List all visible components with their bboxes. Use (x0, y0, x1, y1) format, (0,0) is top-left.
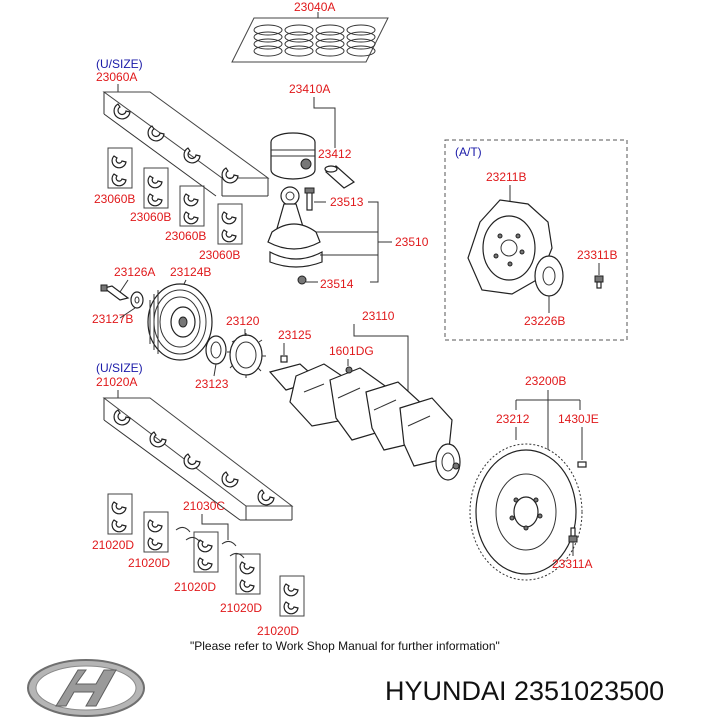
piston-pin-icon (324, 165, 356, 189)
label-mb-d2: 21020D (128, 556, 170, 570)
label-sprocket: 23120 (226, 314, 260, 328)
label-bearing-b2: 23060B (130, 210, 171, 224)
label-washer: 23127B (92, 312, 133, 326)
thrust-washer-icon (175, 514, 245, 559)
manual-reference-note: "Please refer to Work Shop Manual for fu… (190, 639, 500, 653)
label-fw-bolt: 23311A (552, 557, 592, 571)
label-usize-top: (U/SIZE) (96, 57, 143, 71)
label-dowel-pin: 1430JE (558, 412, 599, 426)
at-group-box (444, 139, 628, 341)
label-piston-pin: 23412 (318, 147, 352, 161)
drive-plate-icon (467, 199, 553, 295)
main-bearing-set-icon (102, 390, 294, 521)
hyundai-logo-icon (27, 659, 145, 717)
label-rod-nut: 23514 (320, 277, 354, 291)
label-plug: 1601DG (329, 344, 374, 358)
connecting-rod-icon (267, 186, 323, 285)
label-mb-d1: 21020D (92, 538, 134, 552)
label-flywheel-assy: 23200B (525, 374, 566, 388)
label-damper-bolt: 23126A (114, 265, 155, 279)
label-mb-d5: 21020D (257, 624, 299, 638)
adapter-plate-icon (534, 255, 564, 297)
label-main-bearing-set: 21020A (96, 375, 137, 389)
label-dp-adapter: 23226B (524, 314, 565, 328)
label-conrod: 23510 (395, 235, 429, 249)
label-bearing-b3: 23060B (165, 229, 206, 243)
piston-icon (270, 132, 316, 180)
label-damper-pulley: 23124B (170, 265, 211, 279)
label-bearing-upper-set: 23060A (96, 70, 137, 84)
spacer-icon (205, 335, 227, 365)
brand-part-number-caption: HYUNDAI 2351023500 (385, 676, 664, 706)
label-usize-bottom: (U/SIZE) (96, 361, 143, 375)
upper-bearing-halves-icon (107, 147, 243, 245)
crankshaft-icon (268, 363, 461, 481)
drive-plate-bolt-icon (594, 275, 604, 289)
woodruff-key-icon (280, 355, 288, 363)
rod-bolt-icon (304, 187, 315, 211)
label-rings: 23040A (294, 0, 335, 14)
label-piston-assy: 23410A (289, 82, 330, 96)
label-crankshaft: 23110 (362, 309, 395, 323)
sprocket-icon (227, 333, 266, 378)
label-mb-d4: 21020D (220, 601, 262, 615)
label-spacer: 23123 (195, 377, 229, 391)
label-at-box: (A/T) (455, 145, 482, 159)
label-bearing-b4: 23060B (199, 248, 240, 262)
label-rod-bolt: 23513 (330, 195, 364, 209)
main-bearing-halves-icon (107, 493, 305, 617)
flywheel-icon (469, 443, 583, 581)
damper-bolt-icon (100, 284, 130, 301)
label-key: 23125 (278, 328, 312, 342)
upper-bearing-set-icon (102, 84, 270, 197)
label-drive-plate: 23211B (486, 170, 526, 184)
damper-pulley-icon (147, 283, 213, 361)
label-mb-d3: 21020D (174, 580, 216, 594)
label-thrust-washer: 21030C (183, 499, 225, 513)
dowel-pin-icon (577, 461, 587, 468)
washer-icon (130, 291, 144, 309)
piston-rings-icon (231, 12, 389, 63)
label-ring-gear: 23212 (496, 412, 530, 426)
label-bearing-b1: 23060B (94, 192, 135, 206)
label-dp-bolt: 23311B (577, 248, 617, 262)
